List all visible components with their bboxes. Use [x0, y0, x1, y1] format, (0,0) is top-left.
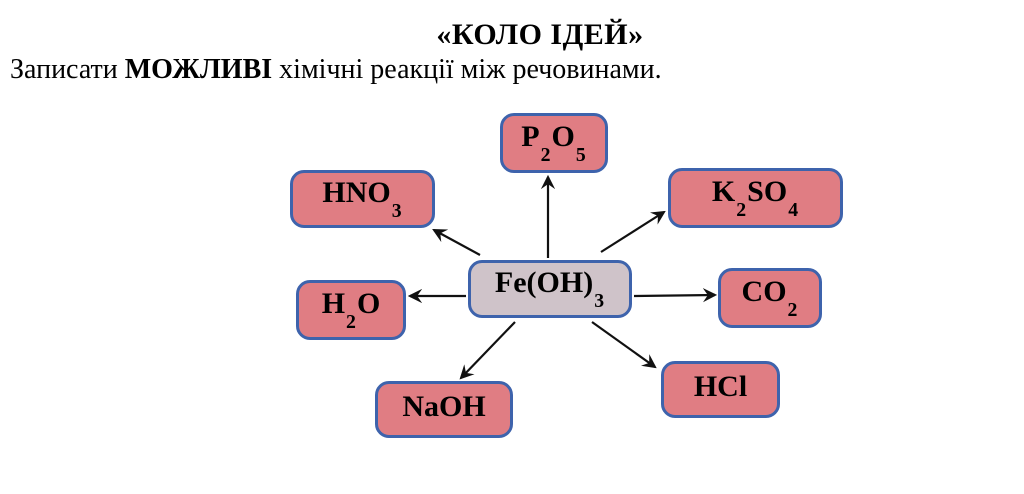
- arrow-fe-oh-3-to-k2so4: [600, 210, 666, 253]
- node-k2so4: K2SO4: [668, 168, 843, 228]
- arrow-fe-oh-3-to-hcl: [591, 321, 657, 369]
- node-hno3: HNO3: [290, 170, 435, 228]
- node-co2: CO2: [718, 268, 822, 328]
- formula-p2o5: P2O5: [521, 120, 586, 167]
- node-h2o: H2O: [296, 280, 406, 340]
- formula-segment: K: [711, 175, 736, 209]
- formula-segment: 3: [391, 200, 402, 223]
- formula-segment: 2: [346, 311, 356, 334]
- formula-segment: HCl: [693, 369, 748, 403]
- instruction-bold: МОЖЛИВІ: [124, 54, 273, 85]
- node-naoh: NaOH: [375, 381, 513, 438]
- formula-segment: H: [321, 287, 346, 321]
- arrow-fe-oh-3-to-naoh: [459, 321, 516, 380]
- instruction-pre: Записати: [10, 54, 125, 85]
- formula-segment: 3: [594, 290, 605, 313]
- node-hcl: HCl: [661, 361, 780, 418]
- formula-hcl: HCl: [693, 369, 748, 408]
- formula-segment: SO: [747, 175, 788, 209]
- formula-segment: 2: [736, 199, 747, 222]
- formula-h2o: H2O: [321, 287, 381, 334]
- instruction-text: Записати МОЖЛИВІ хімічні реакції між реч…: [10, 54, 662, 86]
- formula-segment: 4: [788, 199, 799, 222]
- formula-segment: Fe(OH): [494, 266, 594, 300]
- formula-segment: 5: [575, 144, 586, 167]
- formula-segment: 2: [540, 144, 551, 167]
- formula-fe-oh-3: Fe(OH)3: [494, 266, 605, 313]
- instruction-post: хімічні реакції між речовинами.: [272, 54, 662, 85]
- formula-segment: HNO: [322, 176, 391, 210]
- formula-hno3: HNO3: [322, 176, 402, 223]
- formula-segment: 2: [787, 299, 798, 322]
- arrow-fe-oh-3-to-hno3: [432, 228, 481, 256]
- node-fe-oh-3: Fe(OH)3: [468, 260, 632, 318]
- arrow-fe-oh-3-to-co2: [633, 288, 718, 303]
- page-title: «КОЛО ІДЕЙ»: [436, 18, 644, 51]
- formula-segment: CO: [741, 275, 787, 309]
- formula-segment: P: [521, 120, 540, 154]
- formula-segment: NaOH: [402, 389, 486, 423]
- node-p2o5: P2O5: [500, 113, 608, 173]
- formula-co2: CO2: [741, 275, 799, 322]
- formula-k2so4: K2SO4: [711, 175, 799, 222]
- formula-naoh: NaOH: [402, 389, 486, 428]
- formula-segment: O: [356, 287, 381, 321]
- formula-segment: O: [551, 120, 575, 154]
